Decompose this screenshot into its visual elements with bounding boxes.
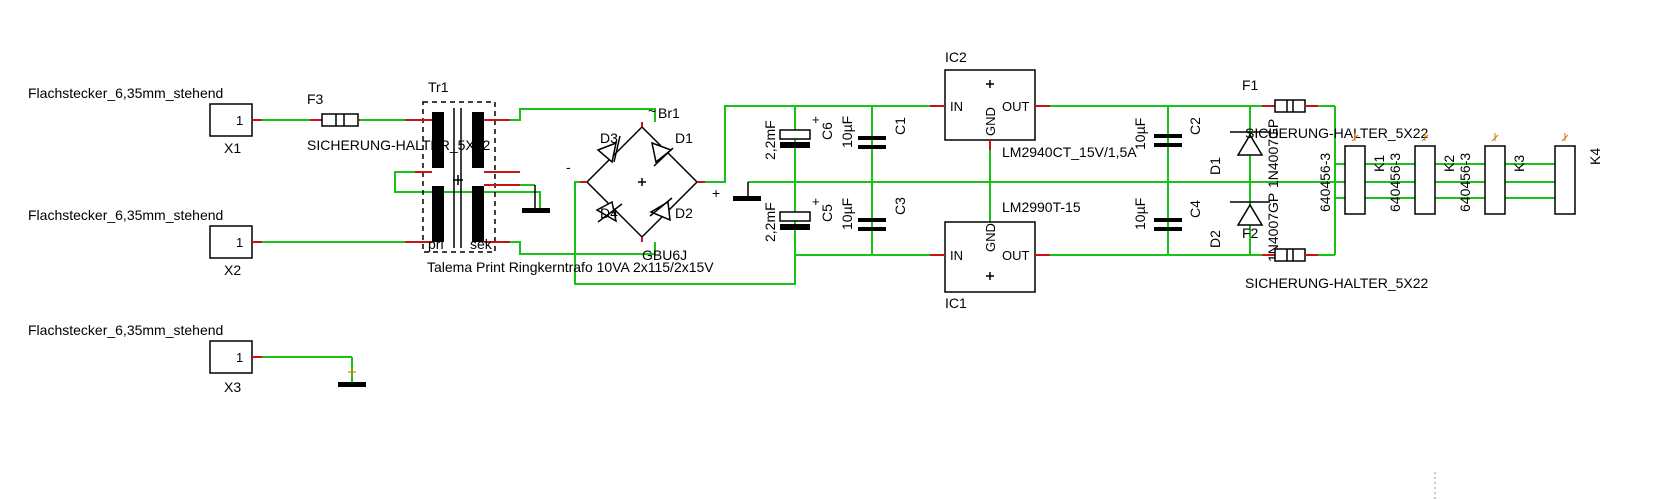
d2-ref-label: D2 (1207, 230, 1223, 248)
f2-value-label: SICHERUNG-HALTER_5X22 (1245, 275, 1429, 291)
c5-ref-label: C5 (819, 204, 835, 222)
x3-ref-label: X3 (224, 379, 241, 395)
br1-diode-d2: D2 (675, 205, 693, 221)
d1-ref-label: D1 (1207, 157, 1223, 175)
d1-value-label: 1N4007GP (1265, 119, 1281, 188)
c2-ref-label: C2 (1187, 117, 1203, 135)
fuse-f1: F1 SICHERUNG-HALTER_5X22 (1242, 77, 1429, 141)
diode-d1: D1 1N4007GP (1207, 119, 1281, 188)
capacitor-c1: 10µF C1 (839, 116, 908, 149)
terminal-k4: K4 (1554, 133, 1603, 215)
ground-symbol-bridge (733, 182, 761, 201)
connector-x1: Flachstecker_6,35mm_stehend 1 X1 (28, 85, 262, 156)
x2-part-label: Flachstecker_6,35mm_stehend (28, 207, 223, 223)
fuse-f3: F3 SICHERUNG-HALTER_5X22 (307, 91, 491, 153)
br1-ref-label: Br1 (658, 105, 680, 121)
c5-value-label: 2,2mF (762, 202, 778, 242)
diode-d2: D2 1N4007GP (1207, 193, 1281, 262)
c6-value-label: 2,2mF (762, 120, 778, 160)
k3-value-label: 640456-3 (1457, 153, 1473, 212)
x2-ref-label: X2 (224, 262, 241, 278)
c2-value-label: 10µF (1132, 118, 1148, 150)
ic2-in-label: IN (950, 99, 963, 114)
ic2-gnd-label: GND (983, 107, 998, 136)
c4-ref-label: C4 (1187, 200, 1203, 218)
br1-tilde-label: ~ (648, 103, 656, 119)
svg-text:+: + (812, 112, 820, 127)
ic2-value-label: LM2940CT_15V/1,5A (1002, 144, 1137, 160)
x1-part-label: Flachstecker_6,35mm_stehend (28, 85, 223, 101)
capacitor-c5: + 2,2mF C5 (762, 194, 835, 242)
x1-ref-label: X1 (224, 140, 241, 156)
terminal-k3: 640456-3 K3 (1457, 133, 1527, 215)
connector-x2: Flachstecker_6,35mm_stehend 1 X2 (28, 207, 262, 278)
f3-value-label: SICHERUNG-HALTER_5X22 (307, 137, 491, 153)
d2-value-label: 1N4007GP (1265, 193, 1281, 262)
capacitor-c2: 10µF C2 (1132, 117, 1203, 150)
terminal-k2: 640456-3 K2 (1387, 133, 1457, 215)
c6-ref-label: C6 (819, 122, 835, 140)
f3-ref-label: F3 (307, 91, 324, 107)
br1-minus-label: - (566, 159, 571, 175)
x2-pin-label: 1 (236, 235, 243, 250)
svg-text:+: + (812, 194, 820, 209)
capacitor-c3: 10µF C3 (839, 197, 908, 231)
c3-ref-label: C3 (892, 197, 908, 215)
c1-value-label: 10µF (839, 116, 855, 148)
br1-diode-d3: D3 (600, 130, 618, 146)
x3-pin-label: 1 (236, 350, 243, 365)
k2-ref-label: K2 (1441, 155, 1457, 172)
f1-ref-label: F1 (1242, 77, 1259, 93)
ic1-in-label: IN (950, 248, 963, 263)
connector-x3: Flachstecker_6,35mm_stehend 1 X3 (28, 322, 262, 395)
br1-diode-d4: D4 (600, 205, 618, 221)
tr1-secondary-label: sek (470, 236, 493, 252)
tr1-ref-label: Tr1 (428, 79, 449, 95)
f2-ref-label: F2 (1242, 225, 1259, 241)
capacitor-c4: 10µF C4 (1132, 198, 1203, 231)
regulator-ic1: LM2990T-15 IN OUT GND IC1 (930, 199, 1081, 311)
ic1-ref-label: IC1 (945, 295, 967, 311)
x3-part-label: Flachstecker_6,35mm_stehend (28, 322, 223, 338)
ic1-value-label: LM2990T-15 (1002, 199, 1081, 215)
terminal-k1: 640456-3 K1 (1317, 133, 1387, 215)
c4-value-label: 10µF (1132, 198, 1148, 230)
x1-pin-label: 1 (236, 113, 243, 128)
c3-value-label: 10µF (839, 198, 855, 230)
ground-symbol-x3 (338, 368, 366, 387)
k1-value-label: 640456-3 (1317, 153, 1333, 212)
tr1-primary-label: pri (428, 236, 444, 252)
k2-value-label: 640456-3 (1387, 153, 1403, 212)
capacitor-c6: + 2,2mF C6 (762, 112, 835, 160)
bridge-rectifier-br1: ~ Br1 D3 D1 D4 D2 - + GBU6J (566, 103, 720, 263)
ic1-out-label: OUT (1002, 248, 1030, 263)
k4-ref-label: K4 (1587, 148, 1603, 165)
br1-plus-label: + (712, 185, 720, 201)
fuse-f2: F2 SICHERUNG-HALTER_5X22 (1242, 225, 1429, 291)
ic2-ref-label: IC2 (945, 49, 967, 65)
tr1-value-label: Talema Print Ringkerntrafo 10VA 2x115/2x… (427, 259, 714, 275)
regulator-ic2: IC2 IN OUT GND LM2940CT_15V/1,5A (930, 49, 1137, 160)
br1-diode-d1: D1 (675, 130, 693, 146)
c1-ref-label: C1 (892, 117, 908, 135)
k3-ref-label: K3 (1511, 155, 1527, 172)
f1-value-label: SICHERUNG-HALTER_5X22 (1245, 125, 1429, 141)
ground-symbol-transformer (520, 184, 550, 213)
ic1-gnd-label: GND (983, 223, 998, 252)
transformer-tr1: Tr1 pri sek Talema Print Ringkerntrafo 1… (405, 79, 714, 275)
ic2-out-label: OUT (1002, 99, 1030, 114)
k1-ref-label: K1 (1371, 155, 1387, 172)
br1-value-label: GBU6J (642, 247, 687, 263)
